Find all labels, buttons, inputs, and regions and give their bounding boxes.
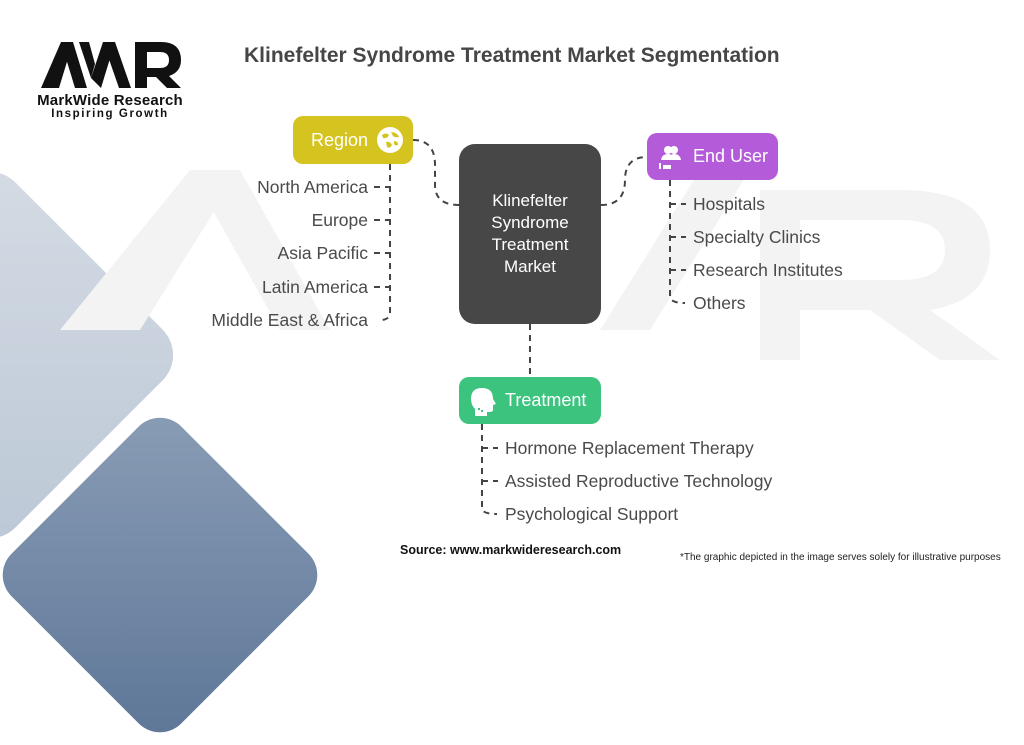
connector-region-list bbox=[379, 164, 391, 321]
segment-end-user-label: End User bbox=[693, 146, 769, 166]
end-user-item: Hospitals bbox=[693, 194, 765, 214]
brand-tagline: Inspiring Growth bbox=[51, 108, 169, 120]
region-item: Middle East & Africa bbox=[211, 310, 368, 330]
segment-treatment-label: Treatment bbox=[505, 390, 587, 410]
connector-treatment-list bbox=[481, 424, 498, 515]
end-user-item: Research Institutes bbox=[693, 260, 843, 280]
connector-enduser-center bbox=[600, 156, 648, 206]
end-user-item: Others bbox=[693, 293, 746, 313]
users-icon bbox=[655, 142, 685, 172]
connector-enduser-list bbox=[669, 180, 686, 304]
segment-region-label: Region bbox=[311, 129, 369, 150]
region-item: Europe bbox=[311, 210, 368, 230]
mwr-logo-icon bbox=[41, 42, 181, 88]
segment-treatment: Treatment bbox=[459, 377, 601, 424]
treatment-item: Psychological Support bbox=[505, 504, 679, 524]
segment-end-user: End User bbox=[647, 133, 778, 180]
brand-logo: MarkWide Research Inspiring Growth bbox=[30, 38, 190, 120]
source-link[interactable]: Source: www.markwideresearch.com bbox=[400, 543, 622, 557]
connector-lines bbox=[374, 139, 686, 515]
treatment-item: Assisted Reproductive Technology bbox=[505, 471, 773, 491]
segment-region: Region bbox=[293, 116, 413, 164]
end-user-item: Specialty Clinics bbox=[693, 227, 821, 247]
head-icon bbox=[469, 386, 497, 416]
connector-region-center bbox=[412, 139, 460, 206]
page-title: Klinefelter Syndrome Treatment Market Se… bbox=[244, 44, 780, 67]
treatment-item: Hormone Replacement Therapy bbox=[505, 438, 754, 458]
brand-name: MarkWide Research bbox=[37, 92, 183, 109]
globe-icon bbox=[376, 126, 404, 154]
region-item: Latin America bbox=[261, 277, 368, 297]
region-item: North America bbox=[257, 177, 368, 197]
center-node: Klinefelter Syndrome Treatment Market bbox=[459, 144, 601, 324]
disclaimer-note: *The graphic depicted in the image serve… bbox=[680, 552, 1001, 563]
region-item: Asia Pacific bbox=[277, 243, 368, 263]
center-node-label: Klinefelter Syndrome Treatment Market bbox=[491, 191, 569, 276]
